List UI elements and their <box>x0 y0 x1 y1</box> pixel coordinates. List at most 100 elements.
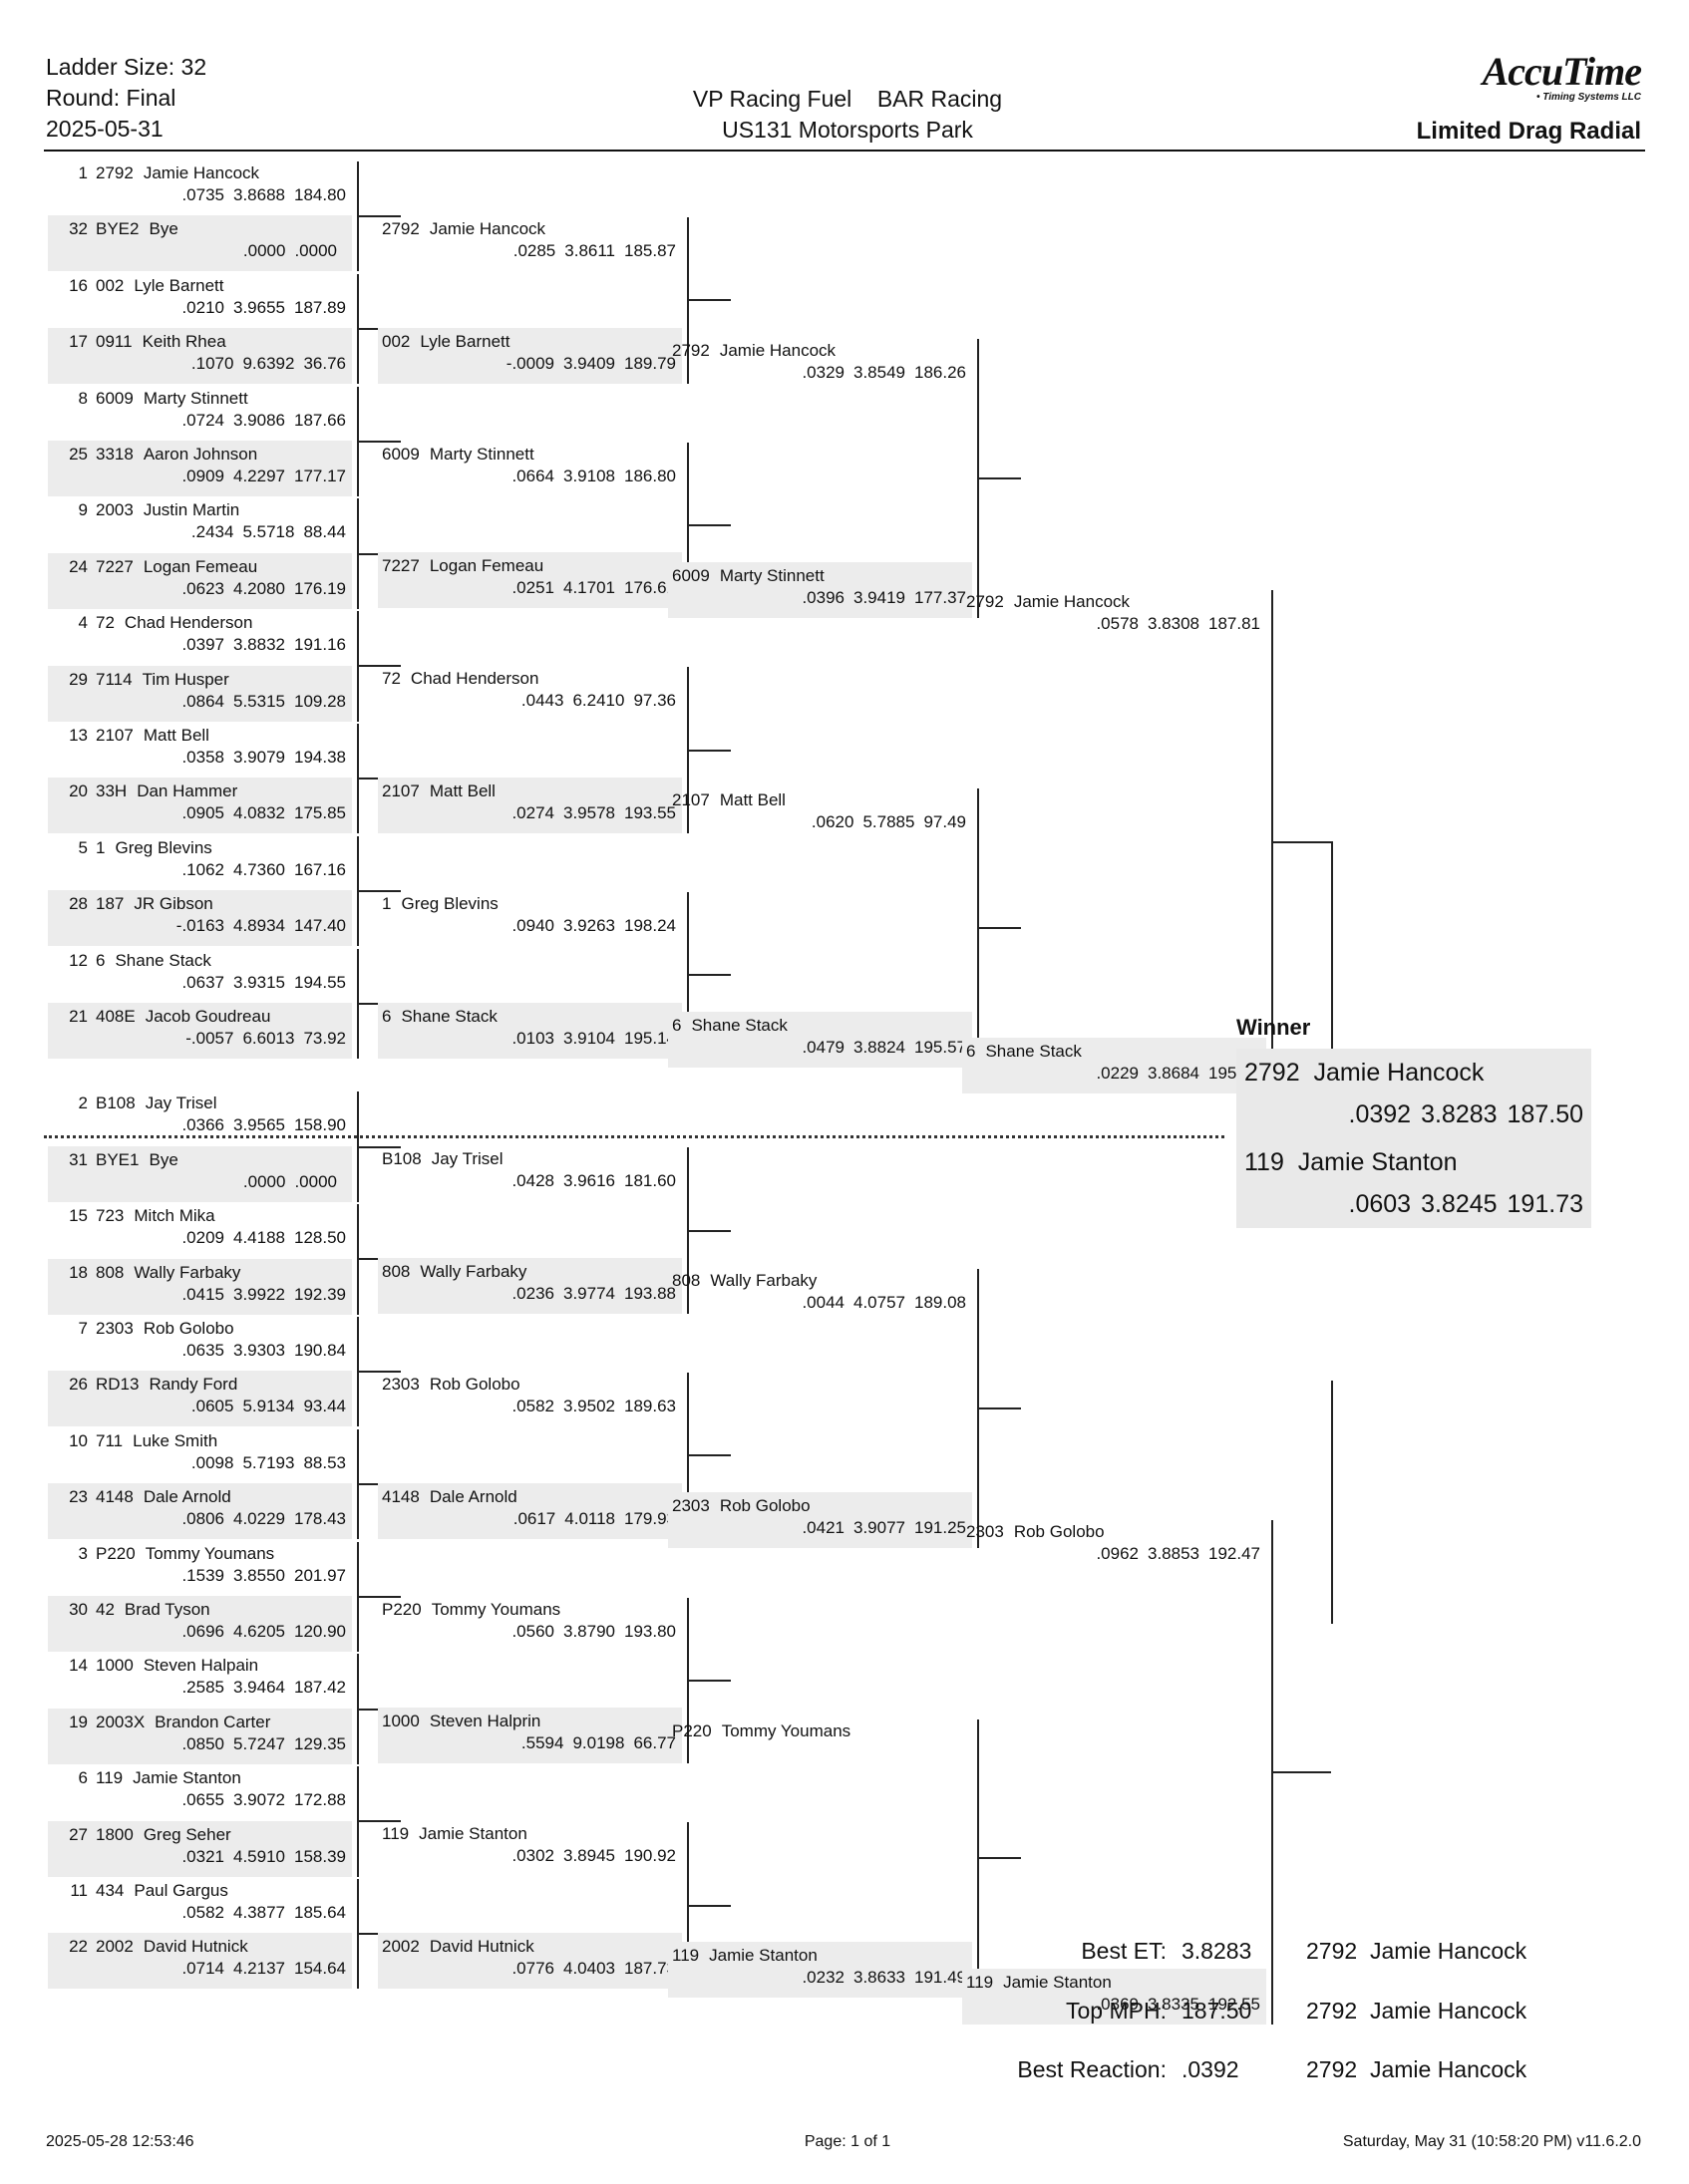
reaction-time: .0696 <box>181 1622 224 1641</box>
elapsed-time: 4.3877 <box>233 1903 285 1922</box>
winner-mph: 187.50 <box>1507 1100 1583 1128</box>
elapsed-time: 3.8549 <box>853 363 905 382</box>
seed-number: 5 <box>78 837 88 857</box>
elapsed-time: 6.6013 <box>242 1029 295 1048</box>
reaction-time: .1539 <box>181 1565 224 1585</box>
speed-mph: 187.89 <box>294 297 346 317</box>
racer-name: Rob Golobo <box>719 1496 811 1515</box>
car-number: P220 <box>672 1720 712 1740</box>
car-number: 4148 <box>382 1486 420 1506</box>
elapsed-time: 4.2297 <box>233 467 285 485</box>
car-number: 3318 <box>96 445 134 464</box>
speed-mph: 181.60 <box>624 1171 676 1191</box>
speed-mph: 193.55 <box>624 803 676 822</box>
reaction-time: .0236 <box>511 1284 554 1304</box>
racer-name: Keith Rhea <box>142 332 226 352</box>
reaction-time: .0209 <box>181 1228 224 1248</box>
speed-mph: 88.53 <box>303 1452 346 1472</box>
seed-number: 3 <box>78 1543 88 1563</box>
runnerup-car: 119 <box>1244 1148 1284 1176</box>
bracket-connector <box>1271 840 1331 843</box>
bracket-connector <box>357 1145 401 1148</box>
car-number: 2303 <box>96 1319 134 1338</box>
car-number: 187 <box>96 894 125 914</box>
best-value: .0392 <box>1182 2056 1239 2082</box>
run-stats: .0000.0000 <box>234 1172 346 1192</box>
seed-number: 13 <box>69 726 88 745</box>
racer-name: Logan Femeau <box>143 556 258 576</box>
speed-mph: 179.93 <box>624 1508 676 1528</box>
car-number: 2002 <box>382 1937 420 1956</box>
seed-number: 32 <box>69 219 88 239</box>
speed-mph: 201.97 <box>294 1565 346 1585</box>
reaction-time: .0285 <box>512 241 556 260</box>
reaction-time: .1062 <box>181 859 224 879</box>
seed-number: 18 <box>69 1262 88 1282</box>
reaction-time: .0366 <box>181 1115 224 1135</box>
sponsors: VP Racing Fuel BAR Racing <box>692 86 1003 112</box>
reaction-time: .0369 <box>1096 1994 1139 2014</box>
bracket-connector <box>687 1454 731 1457</box>
bracket-connector <box>357 215 401 218</box>
speed-mph: 129.35 <box>294 1733 346 1753</box>
racer-name: Jamie Stanton <box>419 1824 527 1844</box>
racer-name: Matt Bell <box>719 790 786 810</box>
speed-mph: 185.87 <box>624 241 676 260</box>
reaction-time: .0358 <box>181 748 224 767</box>
best-label: Best ET: <box>1081 1938 1167 1964</box>
car-number: 1 <box>382 893 392 913</box>
elapsed-time: 4.0118 <box>564 1508 615 1528</box>
seed-number: 9 <box>78 500 88 520</box>
bracket-connector <box>357 1595 401 1598</box>
car-number: 119 <box>96 1768 124 1788</box>
seed-number: 29 <box>69 669 88 689</box>
race-date: 2025-05-31 <box>46 116 164 142</box>
run-stats: .1539 3.8550 201.97 <box>172 1566 346 1586</box>
best-holder: 2792 Jamie Hancock <box>1306 1938 1527 1964</box>
reaction-time: .0251 <box>511 578 554 598</box>
elapsed-time: 3.8550 <box>233 1565 285 1585</box>
speed-mph: 154.64 <box>294 1959 346 1979</box>
best-holder: 2792 Jamie Hancock <box>1306 2056 1527 2082</box>
seed-number: 1 <box>78 163 88 182</box>
speed-mph: 97.36 <box>633 691 676 711</box>
speed-mph: 191.16 <box>294 635 346 655</box>
car-number: 6 <box>672 1015 682 1035</box>
elapsed-time: 9.6392 <box>242 354 295 374</box>
